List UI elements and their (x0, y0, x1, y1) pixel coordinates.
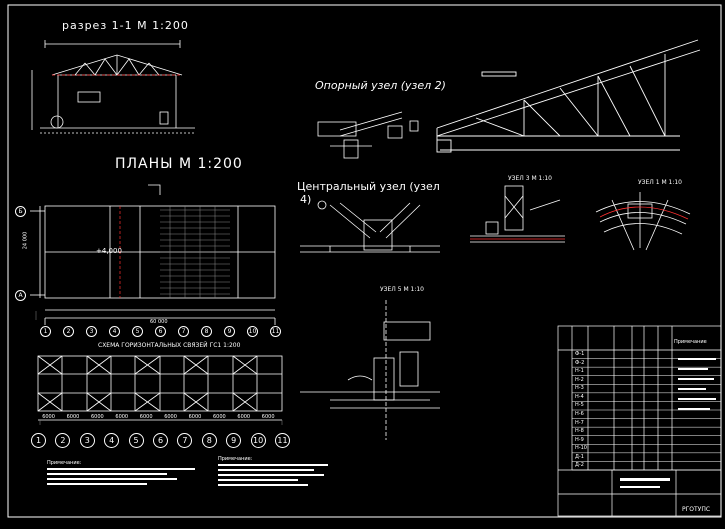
bracing-axis-6: 6 (153, 433, 168, 448)
notes-text-bars (47, 464, 328, 486)
notes-right-heading: Примечание: (218, 456, 253, 462)
spec-mark: Н-9 (575, 436, 584, 443)
support-node-drawing (317, 111, 419, 159)
bracing-axis-1: 1 (31, 433, 46, 448)
central-node-title-cont: 4) (300, 193, 312, 206)
bracing-axis-2: 2 (55, 433, 71, 448)
bracing-axis-8: 8 (201, 433, 217, 448)
spec-mark: Н-10 (575, 445, 587, 452)
bracing-scheme-title: СХЕМА ГОРИЗОНТАЛЬНЫХ СВЯЗЕЙ ГС1 1:200 (98, 342, 241, 349)
plan-axis-col-2: 2 (63, 326, 74, 337)
bracing-span-dim: 6000 (115, 414, 129, 420)
spec-mark: Н-7 (575, 419, 584, 426)
node3-title: УЗЕЛ 3 М 1:10 (508, 175, 552, 182)
plan-axis-col-5: 5 (132, 326, 143, 337)
plan-elevation-mark: +4,000 (96, 247, 122, 255)
spec-mark: Д-1 (575, 453, 584, 460)
plan-axis-col-6: 6 (155, 326, 166, 337)
bracing-span-dim: 6000 (261, 414, 275, 420)
truss-drawing (436, 39, 701, 153)
bracing-axis-3: 3 (79, 433, 95, 448)
plan-drawing (30, 184, 276, 325)
spec-text-bars (620, 358, 716, 488)
spec-mark: Н-1 (575, 368, 584, 375)
node5-title: УЗЕЛ 5 М 1:10 (380, 286, 424, 293)
spec-mark: Н-6 (575, 411, 584, 417)
node3-drawing (470, 185, 565, 243)
section-title: разрез 1-1 М 1:200 (62, 19, 189, 32)
central-node-title: Центральный узел (узел (297, 180, 440, 193)
notes-left-heading: Примечание: (47, 460, 82, 466)
bracing-axis-5: 5 (128, 433, 144, 448)
central-node-drawing (300, 200, 440, 253)
bracing-scheme (37, 355, 283, 421)
spec-mark: Н-3 (575, 385, 584, 392)
bracing-span-dim: 6000 (139, 414, 153, 420)
plan-axis-col-4: 4 (109, 326, 120, 337)
stamp-organization: РГОТУПС (682, 506, 711, 513)
bracing-axis-9: 9 (226, 433, 242, 448)
spec-mark: Ф-2 (575, 359, 585, 366)
bracing-span-dim: 6000 (42, 414, 55, 420)
spec-mark: Н-2 (575, 376, 584, 383)
spec-mark: Ф-1 (575, 351, 585, 357)
bracing-span-dim: 6000 (188, 414, 202, 420)
plan-axis-col-7: 7 (178, 326, 189, 337)
plans-title: ПЛАНЫ М 1:200 (115, 156, 243, 172)
bracing-axis-10: 10 (250, 433, 266, 448)
bracing-span-dim: 6000 (91, 414, 104, 420)
bracing-axis-4: 4 (104, 433, 120, 448)
spec-mark: Д-2 (575, 462, 584, 469)
bracing-span-dim: 6000 (164, 414, 177, 420)
plan-axis-col-10: 10 (247, 326, 258, 337)
node5-drawing (300, 300, 440, 440)
spec-mark: Н-5 (575, 402, 584, 409)
sheet-frame (7, 4, 722, 518)
spec-mark: Н-8 (575, 428, 584, 435)
plan-axis-row-b: Б (15, 206, 26, 217)
plan-axis-col-11: 11 (270, 326, 281, 337)
spec-heading: Примечание (674, 339, 707, 345)
plan-total-dim: 60 000 (150, 319, 168, 325)
bracing-span-dim: 6000 (213, 414, 226, 420)
spec-row-lines (572, 358, 721, 471)
plan-axis-col-8: 8 (201, 326, 212, 337)
bracing-span-dim: 6000 (66, 414, 80, 420)
support-node-title: Опорный узел (узел 2) (315, 79, 446, 92)
bracing-axis-7: 7 (177, 433, 193, 448)
plan-roof-hatch (160, 206, 230, 298)
bracing-axis-11: 11 (275, 433, 290, 448)
plan-axis-col-9: 9 (224, 326, 235, 337)
plan-axis-col-3: 3 (86, 326, 97, 337)
node1-title: УЗЕЛ 1 М 1:10 (638, 179, 682, 186)
plan-width-dim: 24 000 (22, 231, 29, 250)
plan-axis-row-a: А (15, 290, 26, 301)
spec-mark: Н-4 (575, 393, 584, 400)
section-drawing (31, 40, 195, 134)
bracing-span-dim: 6000 (237, 414, 251, 420)
node1-drawing (595, 192, 691, 251)
plan-axis-col-1: 1 (40, 326, 51, 337)
